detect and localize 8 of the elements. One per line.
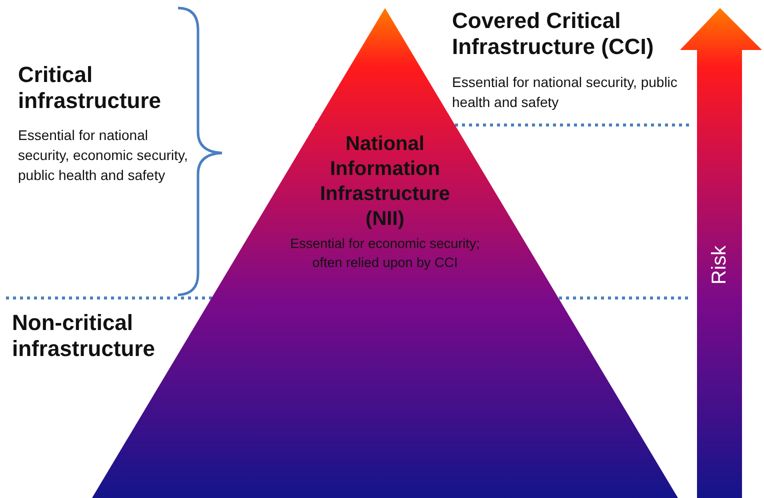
section-heading: Non-critical infrastructure bbox=[12, 310, 156, 362]
axis-label: Risk bbox=[707, 246, 732, 284]
section-heading: Critical infrastructure bbox=[18, 62, 162, 114]
pyramid-heading: National Information Infrastructure (NII) bbox=[318, 132, 452, 232]
section-description: Essential for national security, economic security, public health and safety bbox=[18, 126, 188, 185]
pyramid-description: Essential for economic security; often relied upon by CCI bbox=[289, 235, 481, 272]
section-description: Essential for national security, public health and safety bbox=[452, 73, 678, 112]
section-heading: Covered Critical Infrastructure (CCI) bbox=[452, 8, 655, 60]
